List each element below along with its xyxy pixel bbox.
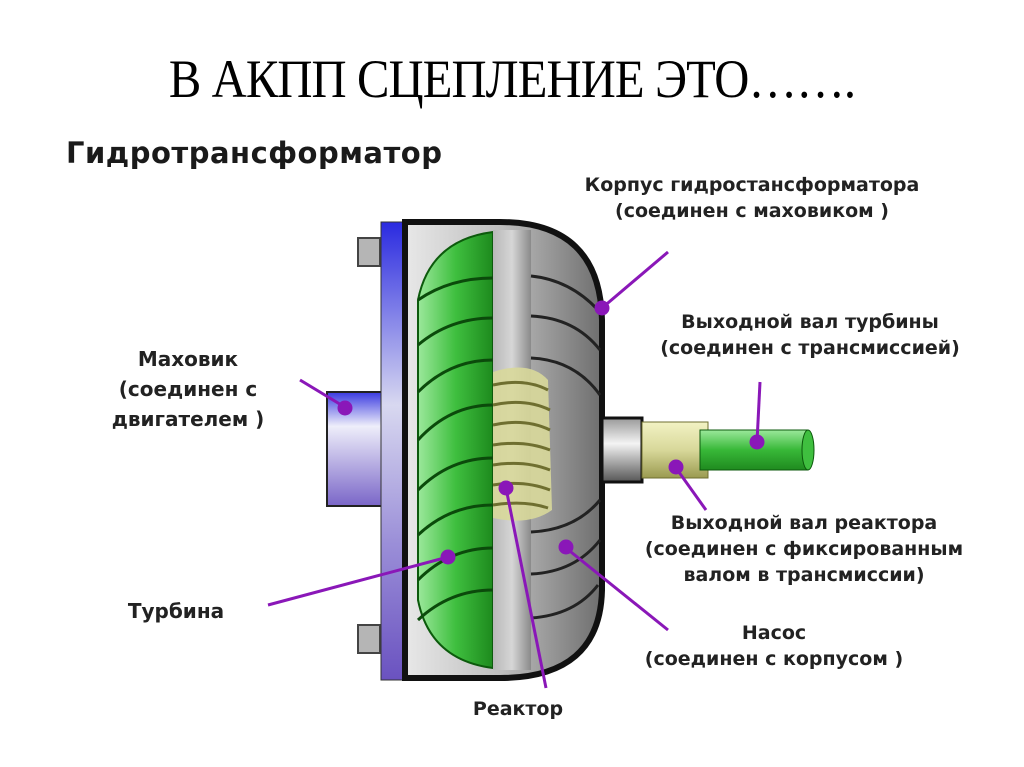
- label-turbine-shaft: Выходной вал турбины (соединен с трансми…: [660, 311, 960, 359]
- output-collar: [600, 416, 644, 484]
- flywheel-plate: [380, 221, 406, 681]
- diagram-title: Гидротрансформатор: [66, 136, 443, 170]
- bolt-bottom: [357, 624, 381, 654]
- slide-title: В АКПП СЦЕПЛЕНИЕ ЭТО…….: [168, 49, 856, 109]
- turbine-body: [417, 230, 494, 670]
- flywheel-hub: [326, 391, 384, 507]
- label-pump: Насос (соединен с корпусом ): [644, 622, 904, 670]
- label-flywheel: Маховик (соединен с двигателем ): [111, 347, 265, 431]
- reactor-output-shaft: [641, 421, 709, 479]
- reactor: [492, 367, 552, 521]
- label-housing: Корпус гидростансформатора (соединен с м…: [584, 174, 920, 222]
- shaft-end: [801, 429, 815, 471]
- label-reactor: Реактор: [472, 698, 564, 720]
- bolt-top: [357, 237, 381, 267]
- pointer-lines: [267, 250, 765, 689]
- label-turbine: Турбина: [127, 599, 225, 623]
- pump-blades: [530, 274, 602, 620]
- label-reactor-shaft: Выходной вал реактора (соединен с фиксир…: [644, 512, 964, 586]
